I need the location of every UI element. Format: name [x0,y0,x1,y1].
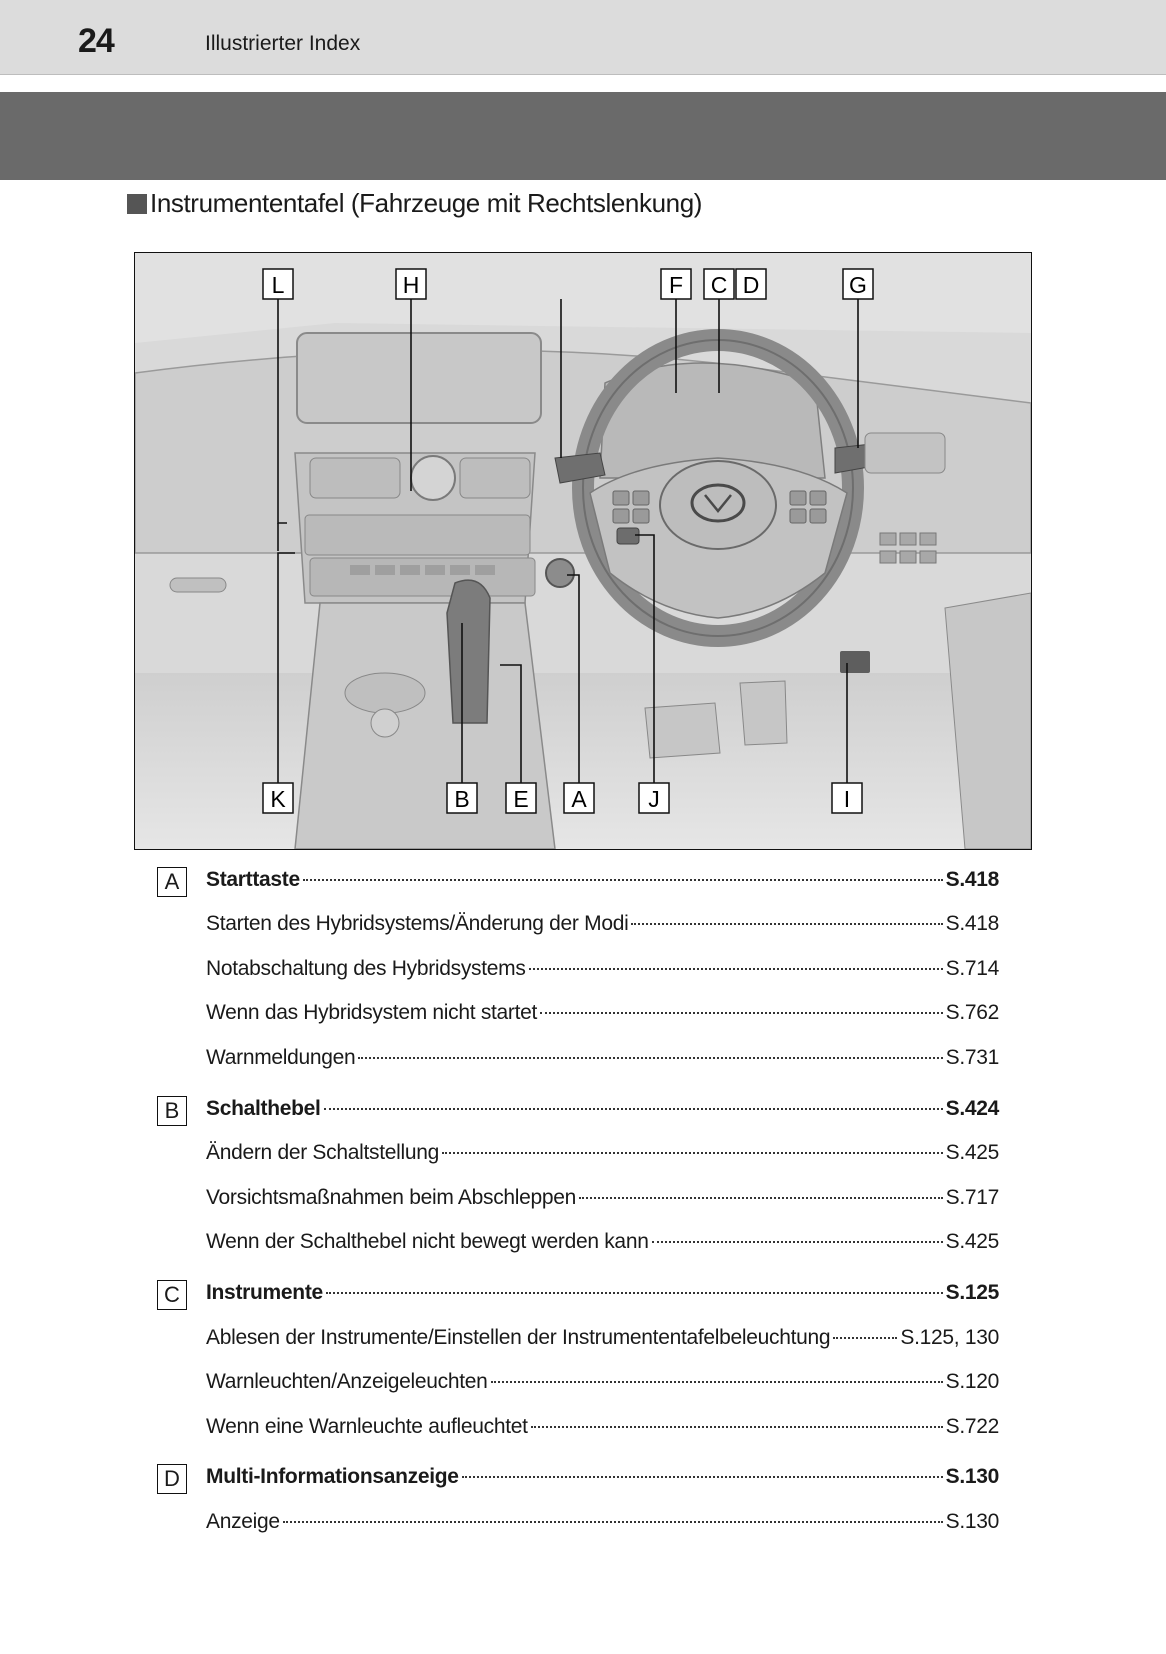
callout-label: D [743,272,760,298]
callout-D: D [735,268,767,300]
index-letter-B: B [157,1096,187,1126]
index-subentry[interactable]: Wenn das Hybridsystem nicht startet S.762 [206,1001,999,1025]
subentry-page: S.714 [945,957,1000,980]
callout-A: A [563,782,595,814]
index-subentry[interactable]: Warnleuchten/Anzeigeleuchten S.120 [206,1370,999,1394]
leader-dots [461,1476,943,1478]
leader-dots [631,923,943,925]
leader-dots [579,1197,943,1199]
callout-label: L [272,272,285,298]
callout-L: L [262,268,294,300]
leader-dots [528,968,943,970]
page-number: 24 [78,22,115,60]
index-letter-A: A [157,867,187,897]
index-subentry[interactable]: Warnmeldungen S.731 [206,1046,999,1070]
section-heading-text: Instrumententafel (Fahrzeuge mit Rechtsl… [150,188,703,218]
entry-title: Instrumente [206,1281,323,1304]
entry-page: S.125 [945,1281,1000,1304]
subentry-label: Ändern der Schaltstellung [206,1141,439,1164]
lexus-logo-icon [690,483,746,523]
index-entry-schalthebel[interactable]: Schalthebel S.424 [206,1097,999,1121]
index-subentry[interactable]: Starten des Hybridsystems/Änderung der M… [206,912,999,936]
index-entry-multi-informationsanzeige[interactable]: Multi-Informationsanzeige S.130 [206,1465,999,1489]
section-heading: Instrumententafel (Fahrzeuge mit Rechtsl… [127,188,702,219]
subentry-label: Wenn eine Warnleuchte aufleuchtet [206,1415,528,1438]
callout-J: J [638,782,670,814]
callout-F: F [660,268,692,300]
leader-dots [540,1012,943,1014]
leader-dots [325,1292,943,1294]
index-letter-C: C [157,1280,187,1310]
callout-label: I [844,786,850,812]
entry-page: S.130 [945,1465,1000,1488]
subentry-page: S.762 [945,1001,1000,1024]
callout-label: G [849,272,867,298]
callout-label: C [711,272,728,298]
subentry-label: Wenn der Schalthebel nicht bewegt werden… [206,1230,649,1253]
index-entry-instrumente[interactable]: Instrumente S.125 [206,1281,999,1305]
callout-B: B [446,782,478,814]
page-header-bar: 24 Illustrierter Index [0,0,1166,75]
index-subentry[interactable]: Anzeige S.130 [206,1510,999,1534]
subentry-page: S.418 [945,912,1000,935]
callout-label: A [571,786,587,812]
entry-title: Multi-Informationsanzeige [206,1465,459,1488]
index-entry-starttaste[interactable]: Starttaste S.418 [206,868,999,892]
heading-square-icon [127,193,147,214]
instrument-panel-illustration: L H F C D G [134,252,1032,850]
index-subentry[interactable]: Notabschaltung des Hybridsystems S.714 [206,957,999,981]
subentry-label: Notabschaltung des Hybridsystems [206,957,526,980]
subentry-page: S.425 [945,1141,1000,1164]
callout-label: F [669,272,683,298]
subentry-label: Warnmeldungen [206,1046,356,1069]
leader-dots [833,1337,898,1339]
leader-dots [442,1152,943,1154]
callout-label: B [454,786,469,812]
leader-dots [302,879,943,881]
section-banner [0,92,1166,180]
entry-page: S.424 [945,1097,1000,1120]
subentry-page: S.717 [945,1186,1000,1209]
index-subentry[interactable]: Vorsichtsmaßnahmen beim Abschleppen S.717 [206,1186,999,1210]
subentry-page: S.130 [945,1510,1000,1533]
index-letter-D: D [157,1464,187,1494]
callout-C: C [703,268,735,300]
index-subentry[interactable]: Ablesen der Instrumente/Einstellen der I… [206,1326,999,1350]
leader-dots [323,1108,943,1110]
header-title: Illustrierter Index [205,32,361,55]
subentry-label: Starten des Hybridsystems/Änderung der M… [206,912,629,935]
entry-page: S.418 [945,868,1000,891]
entry-title: Starttaste [206,868,300,891]
leader-dots [651,1241,943,1243]
subentry-label: Anzeige [206,1510,280,1533]
subentry-label: Ablesen der Instrumente/Einstellen der I… [206,1326,831,1349]
callout-E: E [505,782,537,814]
subentry-label: Vorsichtsmaßnahmen beim Abschleppen [206,1186,577,1209]
leader-dots [358,1057,943,1059]
subentry-page: S.125, 130 [900,1326,999,1349]
callout-K: K [262,782,294,814]
callout-H: H [395,268,427,300]
subentry-label: Warnleuchten/Anzeigeleuchten [206,1370,488,1393]
subentry-label: Wenn das Hybridsystem nicht startet [206,1001,538,1024]
callout-label: J [648,786,660,812]
subentry-page: S.731 [945,1046,1000,1069]
callout-G: G [842,268,874,300]
leader-dots [282,1521,943,1523]
subentry-page: S.425 [945,1230,1000,1253]
index-subentry[interactable]: Wenn der Schalthebel nicht bewegt werden… [206,1230,999,1254]
index-subentry[interactable]: Ändern der Schaltstellung S.425 [206,1141,999,1165]
callout-I: I [831,782,863,814]
entry-title: Schalthebel [206,1097,321,1120]
subentry-page: S.722 [945,1415,1000,1438]
dashboard-drawing: L H F C D G [135,253,1031,849]
callout-label: E [513,786,528,812]
index-subentry[interactable]: Wenn eine Warnleuchte aufleuchtet S.722 [206,1415,999,1439]
leader-dots [530,1426,943,1428]
subentry-page: S.120 [945,1370,1000,1393]
callout-label: K [270,786,286,812]
leader-dots [490,1381,943,1383]
callout-label: H [403,272,420,298]
